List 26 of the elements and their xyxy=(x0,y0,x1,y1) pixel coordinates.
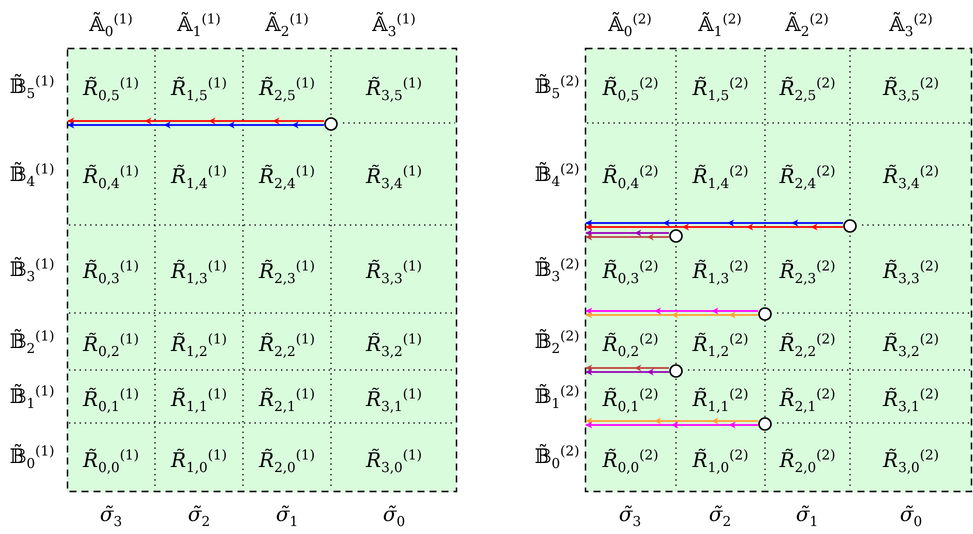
node-circle xyxy=(758,306,772,320)
node-circle xyxy=(669,228,683,242)
flow-arrow xyxy=(585,220,843,226)
node-circle xyxy=(843,218,857,232)
sigma-label: σ̃$_{0}$ xyxy=(382,501,406,526)
sigma-label: σ̃$_{3}$ xyxy=(618,501,642,526)
flow-arrow xyxy=(585,230,669,236)
node-circle xyxy=(669,363,683,377)
flow-arrow xyxy=(585,368,669,376)
flow-arrow xyxy=(585,422,758,428)
flow-arrow xyxy=(585,418,758,424)
flow-arrow xyxy=(585,234,669,240)
node-circle xyxy=(758,416,772,430)
node-circle xyxy=(324,116,338,130)
sigma-label: σ̃$_{0}$ xyxy=(900,501,922,526)
flow-arrow xyxy=(67,122,324,128)
sigma-label: σ̃$_{3}$ xyxy=(100,501,122,526)
flow-arrow xyxy=(67,118,324,124)
flow-arrow xyxy=(585,224,843,230)
flow-arrow xyxy=(585,308,758,314)
flow-arrow xyxy=(585,364,669,372)
sigma-label: σ̃$_{2}$ xyxy=(708,501,732,526)
sigma-label: σ̃$_{1}$ xyxy=(276,501,298,526)
sigma-label: σ̃$_{2}$ xyxy=(188,501,210,526)
flow-arrow xyxy=(585,312,758,318)
sigma-label: σ̃$_{1}$ xyxy=(796,501,818,526)
